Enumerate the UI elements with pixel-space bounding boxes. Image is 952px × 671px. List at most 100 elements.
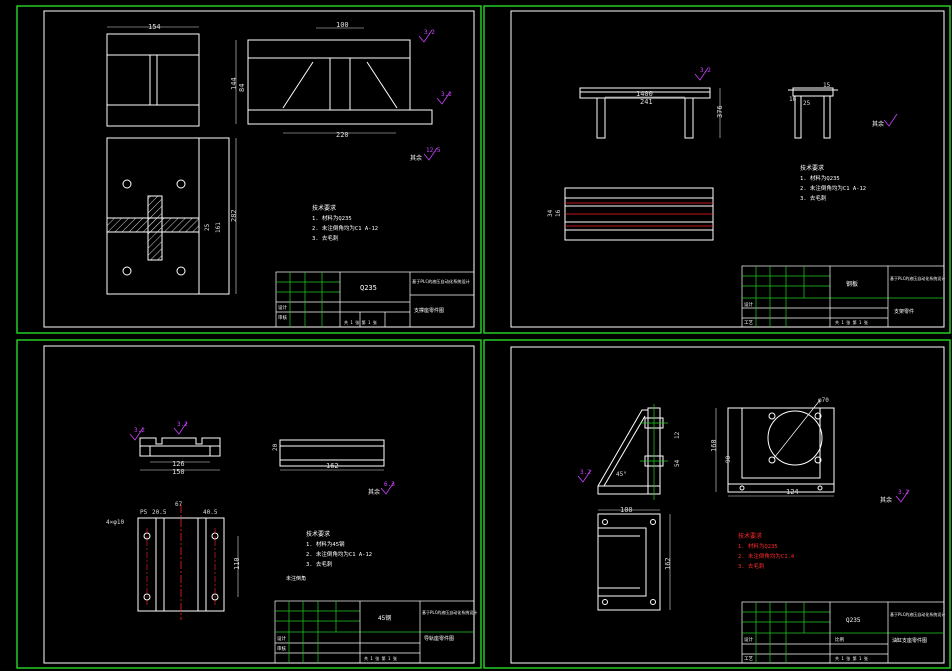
tb-part-4: 油缸支座零件图 bbox=[892, 637, 927, 644]
notes-title-3: 技术要求 bbox=[306, 530, 330, 538]
note-3-3: 3. 去毛刺 bbox=[306, 560, 333, 568]
note-2-2: 2. 未注倒角均为C1 A-12 bbox=[800, 184, 866, 192]
roughness-symbol-2b bbox=[883, 113, 898, 127]
tb-material-4: Q235 bbox=[846, 617, 861, 624]
dim-side-a-4: 54 bbox=[674, 459, 681, 467]
tb-process-4: 工艺 bbox=[744, 656, 753, 662]
drawing-frame-1 bbox=[43, 10, 475, 328]
note-1-2: 2. 未注倒角均为C1 A-12 bbox=[312, 224, 378, 232]
dim-vertical-3: 110 bbox=[233, 557, 241, 570]
remaining-label-1: 其余 bbox=[410, 154, 422, 162]
dim-side-len-3: 162 bbox=[326, 462, 339, 470]
note-1-3: 3. 去毛刺 bbox=[312, 234, 339, 242]
dim-hole-3: 4×φ10 bbox=[106, 519, 124, 526]
roughness-symbol-1a bbox=[418, 29, 433, 43]
tb-title-1: 基于PLC的液压自动化系统设计 bbox=[412, 278, 470, 285]
title-block-1 bbox=[275, 271, 475, 328]
tb-material-3: 45钢 bbox=[378, 614, 391, 622]
tb-process-2: 工艺 bbox=[744, 320, 753, 326]
roughness-4a: 3.2 bbox=[580, 469, 591, 476]
viewport-border-3[interactable] bbox=[16, 339, 482, 669]
roughness-4b: 3.2 bbox=[898, 489, 909, 496]
dim-side-a-2: 34 bbox=[547, 209, 554, 217]
dim-side-inner-b-1: 25 bbox=[204, 223, 211, 231]
dim-top-d-3: P5 bbox=[140, 509, 148, 516]
hatched-section-1b bbox=[106, 217, 200, 233]
part-front-view-3 bbox=[139, 437, 221, 457]
dim-circle-4: φ70 bbox=[818, 397, 829, 404]
sheet-4: 45° 54 12 3.2 φ70 160 90 124 其余 3.2 bbox=[483, 339, 951, 669]
note-3-1: 1. 材料为45钢 bbox=[306, 540, 345, 548]
part-side-view-4 bbox=[597, 407, 664, 495]
dim-height-b-1: 84 bbox=[238, 84, 246, 92]
dim-side-b-2: 16 bbox=[555, 209, 562, 217]
tb-part-1: 支撑座零件图 bbox=[414, 307, 444, 314]
tb-design-1: 设计 bbox=[278, 304, 287, 311]
roughness-symbol-1c bbox=[423, 147, 438, 161]
dim-angle-4: 45° bbox=[616, 471, 627, 478]
dim-small-a-2: 15 bbox=[823, 82, 831, 89]
viewport-border-4[interactable] bbox=[483, 339, 951, 669]
note-4-1: 1. 材料为Q235 bbox=[738, 542, 778, 550]
note-4-2: 2. 未注倒角均为C1.4 bbox=[738, 552, 795, 560]
dim-front-inner-4: 90 bbox=[725, 455, 732, 463]
dim-height-a-1: 144 bbox=[230, 77, 238, 90]
dim-front-w-4: 124 bbox=[786, 488, 799, 496]
tb-title-2: 基于PLC的液压自动化系统设计 bbox=[890, 275, 945, 281]
notes-title-2: 技术要求 bbox=[800, 164, 824, 172]
tb-scale-4: 比例 bbox=[835, 636, 844, 643]
roughness-symbol-3a bbox=[129, 427, 144, 441]
roughness-symbol-3b bbox=[173, 421, 188, 435]
dim-top-a-3: 67 bbox=[175, 501, 183, 508]
dim-top-b-3: 20.5 bbox=[152, 509, 167, 516]
viewport-border-2[interactable] bbox=[483, 5, 951, 334]
tb-design-4: 设计 bbox=[744, 636, 753, 643]
roughness-1b: 3.2 bbox=[441, 91, 452, 98]
roughness-3a: 3.2 bbox=[134, 427, 145, 434]
dim-side-inner-a-1: 161 bbox=[215, 222, 222, 233]
part-front-view-1 bbox=[247, 39, 433, 125]
tb-material-1: Q235 bbox=[360, 284, 377, 292]
dim-bottom-w-4: 100 bbox=[620, 506, 633, 514]
dim-side-h-3: 20 bbox=[272, 443, 279, 451]
note-2-1: 1. 材料为Q235 bbox=[800, 174, 840, 182]
part-side-view-3 bbox=[279, 439, 385, 467]
tb-check-1: 审核 bbox=[278, 314, 287, 321]
dim-small-b-2: 16 bbox=[789, 96, 797, 103]
dim-side-total-1: 282 bbox=[230, 209, 238, 222]
roughness-symbol-1b bbox=[436, 91, 451, 105]
dim-bottom-width-1: 220 bbox=[336, 131, 349, 139]
remaining-label-3: 其余 bbox=[368, 488, 380, 496]
sheet-3: 126 150 3.2 3.2 162 20 4×φ10 67 20.5 40.… bbox=[16, 339, 482, 669]
roughness-3c: 6.3 bbox=[384, 481, 395, 488]
tb-title-3: 基于PLC的液压自动化系统设计 bbox=[422, 609, 477, 615]
tb-material-2: 钢板 bbox=[846, 280, 858, 288]
dim-len-b-2: 241 bbox=[640, 98, 653, 106]
title-block-2 bbox=[741, 265, 945, 328]
sheet-2: 1400 241 376 3.2 15 16 25 其余 34 16 技术要求 bbox=[483, 5, 951, 334]
note-3-2: 2. 未注倒角均为C1 A-12 bbox=[306, 550, 372, 558]
roughness-symbol-4a bbox=[577, 469, 592, 483]
part-side-view-1 bbox=[106, 137, 230, 295]
title-block-4 bbox=[741, 601, 945, 664]
title-block-3 bbox=[274, 600, 475, 664]
drawing-frame-3 bbox=[43, 345, 475, 664]
note-4-3: 3. 去毛刺 bbox=[738, 562, 765, 570]
tb-design-3: 设计 bbox=[277, 635, 286, 642]
sheet-1: 154 100 144 84 220 3.2 3.2 bbox=[16, 5, 482, 334]
drawing-frame-2 bbox=[510, 10, 945, 328]
dim-outer-3: 150 bbox=[172, 468, 185, 476]
tb-check-3: 审核 bbox=[277, 645, 286, 652]
tb-sheet-2: 共 1 张 第 1 张 bbox=[835, 319, 868, 325]
roughness-symbol-3c bbox=[380, 481, 395, 495]
viewport-border-1[interactable] bbox=[16, 5, 482, 334]
dim-top-c-3: 40.5 bbox=[203, 509, 218, 516]
dim-side-b-4: 12 bbox=[674, 431, 681, 439]
dim-small-c-2: 25 bbox=[803, 100, 811, 107]
drawing-frame-4 bbox=[510, 346, 945, 664]
remaining-label-4: 其余 bbox=[880, 496, 892, 504]
dim-top-span-1: 100 bbox=[336, 21, 349, 29]
part-front-view-4 bbox=[727, 407, 835, 493]
tb-part-3: 导轨座零件图 bbox=[424, 635, 454, 642]
